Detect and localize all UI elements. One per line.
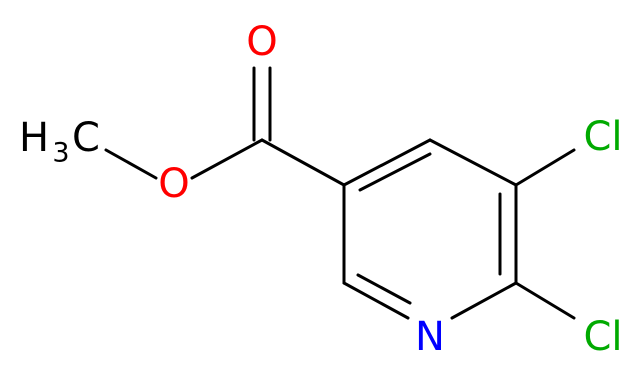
bond-ester-ring — [260, 138, 346, 187]
methyl-carbon: C — [72, 115, 100, 161]
atom-chlorine-5: Cl — [583, 114, 622, 160]
atom-oxygen-ester: O — [158, 161, 189, 207]
atom-chlorine-6: Cl — [583, 314, 622, 360]
bond-ring-c3-c4 — [342, 138, 432, 187]
atom-oxygen-carbonyl: O — [246, 19, 277, 65]
bond-c6-chlorine — [514, 281, 576, 320]
bond-ring-c6-n — [450, 281, 518, 320]
bond-lines — [104, 66, 576, 320]
bond-ring-c4-c5 — [428, 138, 518, 187]
bond-c5-chlorine — [514, 148, 576, 187]
methyl-subscript: 3 — [52, 138, 69, 169]
atom-labels: O O H 3 C Cl Cl N — [19, 19, 623, 360]
bond-oxygen-methyl — [104, 148, 158, 180]
atom-methyl: H 3 C — [19, 115, 100, 169]
methyl-hydrogen: H — [19, 115, 49, 161]
atom-nitrogen: N — [415, 314, 445, 360]
bond-ring-n-c2 — [342, 281, 410, 320]
bond-ester-carbon-oxygen — [190, 138, 264, 180]
bond-ring-c3-c4-inner — [358, 152, 432, 192]
bond-ring-n-c2-inner — [356, 273, 412, 305]
